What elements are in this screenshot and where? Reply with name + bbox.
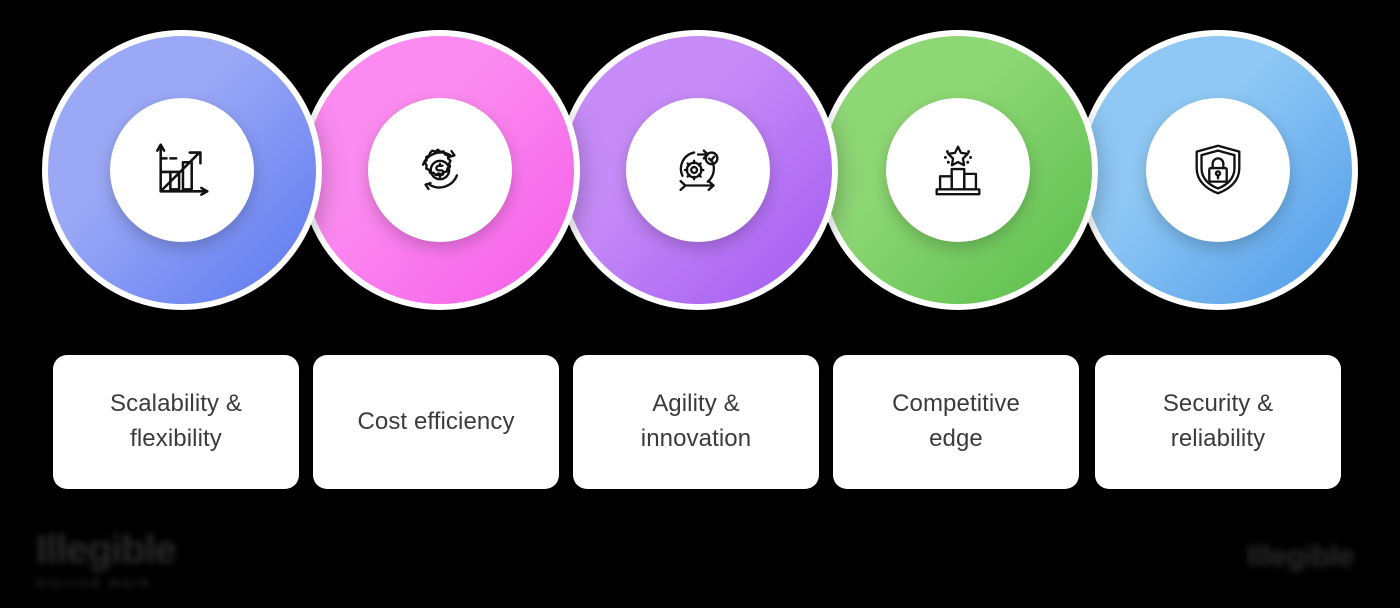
circle-item-cost-efficiency[interactable] bbox=[300, 30, 580, 310]
circle-inner-disc bbox=[626, 98, 770, 242]
agile-cycle-gear-icon bbox=[667, 139, 729, 201]
label-line-2: innovation bbox=[640, 425, 752, 452]
circle-item-scalability-flexibility[interactable] bbox=[42, 30, 322, 310]
label-card-scalability-flexibility[interactable]: Scalability & flexibility bbox=[53, 355, 299, 489]
label-line-1: Security & bbox=[1162, 390, 1274, 418]
label-card-row: Scalability & flexibility Cost efficienc… bbox=[0, 352, 1400, 492]
label-line-1: Cost efficiency bbox=[357, 407, 515, 435]
watermark-left-primary: Illegible bbox=[36, 528, 177, 572]
label-card-text: Security & reliability bbox=[1163, 387, 1273, 457]
label-card-text: Competitive edge bbox=[892, 387, 1020, 457]
label-card-text: Scalability & flexibility bbox=[110, 387, 242, 457]
label-card-cost-efficiency[interactable]: Cost efficiency bbox=[313, 355, 559, 489]
circle-inner-disc bbox=[886, 98, 1030, 242]
label-line-1: Competitive bbox=[892, 390, 1020, 418]
growth-chart-arrow-icon bbox=[151, 139, 213, 201]
label-line-2: edge bbox=[929, 425, 983, 452]
watermark-right: Illegible bbox=[1246, 540, 1355, 574]
label-line-1: Scalability & bbox=[109, 390, 243, 418]
watermark-left: Illegible blurred mark bbox=[36, 528, 177, 590]
label-card-competitive-edge[interactable]: Competitive edge bbox=[833, 355, 1079, 489]
label-line-2: reliability bbox=[1170, 425, 1266, 452]
label-card-security-reliability[interactable]: Security & reliability bbox=[1095, 355, 1341, 489]
label-card-agility-innovation[interactable]: Agility & innovation bbox=[573, 355, 819, 489]
circle-outer-ring bbox=[558, 30, 838, 310]
label-card-text: Agility & innovation bbox=[641, 387, 751, 457]
circle-inner-disc bbox=[368, 98, 512, 242]
circle-item-agility-innovation[interactable] bbox=[558, 30, 838, 310]
circle-item-security-reliability[interactable] bbox=[1078, 30, 1358, 310]
circle-row bbox=[42, 30, 1358, 310]
podium-star-icon bbox=[927, 139, 989, 201]
label-card-text: Cost efficiency bbox=[357, 405, 514, 440]
circle-item-competitive-edge[interactable] bbox=[818, 30, 1098, 310]
label-line-1: Agility & bbox=[652, 390, 740, 418]
gear-dollar-refresh-icon bbox=[409, 139, 471, 201]
label-line-2: flexibility bbox=[130, 425, 222, 452]
shield-lock-icon bbox=[1187, 139, 1249, 201]
circle-inner-disc bbox=[110, 98, 254, 242]
watermark-left-secondary: blurred mark bbox=[36, 575, 152, 590]
watermark-right-primary: Illegible bbox=[1246, 540, 1355, 573]
circle-inner-disc bbox=[1146, 98, 1290, 242]
circle-outer-ring bbox=[42, 30, 322, 310]
